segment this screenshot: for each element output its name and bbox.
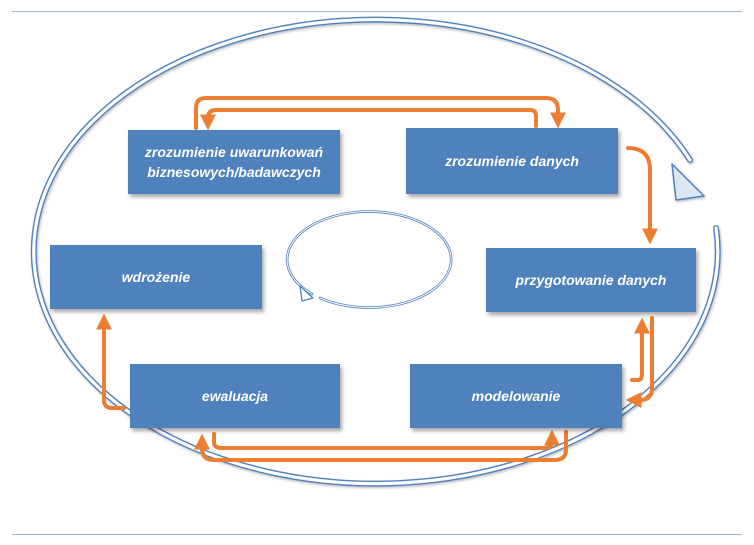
arrow-data-to-preparation <box>626 146 658 245</box>
bottom-rule <box>12 534 742 535</box>
step-label: zrozumienie uwarunkowań biznesowych/bada… <box>144 143 324 180</box>
arrow-business-to-data <box>194 96 566 130</box>
inner-cycle-arrow <box>285 210 453 309</box>
arrow-data-to-business <box>200 108 538 131</box>
step-label: modelowanie <box>471 387 561 404</box>
step-label: ewaluacja <box>201 387 269 404</box>
step-data-preparation: przygotowanie danych <box>486 248 696 312</box>
step-label: przygotowanie danych <box>515 271 667 288</box>
arrow-modeling-to-evaluation <box>194 430 568 462</box>
step-modeling: modelowanie <box>410 364 622 428</box>
arrow-evaluation-to-modeling <box>212 429 560 450</box>
arrow-preparation-to-modeling <box>625 316 654 408</box>
flow-arrows <box>96 96 658 462</box>
outer-cycle-arrow <box>30 16 721 487</box>
step-data-understanding: zrozumienie danych <box>406 128 618 194</box>
arrow-modeling-to-preparation <box>630 317 650 382</box>
step-label: wdrożenie <box>121 268 191 285</box>
step-label: zrozumienie danych <box>445 152 579 169</box>
step-business-understanding: zrozumienie uwarunkowań biznesowych/bada… <box>128 130 340 194</box>
step-evaluation: ewaluacja <box>130 364 340 428</box>
step-deployment: wdrożenie <box>50 245 262 309</box>
arrow-evaluation-to-deployment <box>96 313 126 410</box>
top-rule <box>12 11 742 12</box>
